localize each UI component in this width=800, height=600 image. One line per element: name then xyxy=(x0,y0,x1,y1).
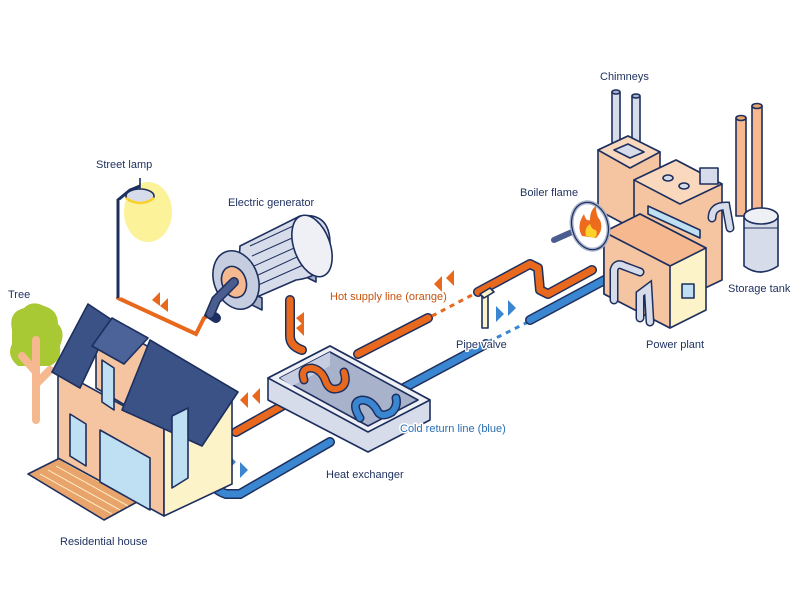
cold-flow-arrow xyxy=(496,306,504,322)
cold-pipe-dashed xyxy=(487,320,529,344)
generator-icon xyxy=(203,214,333,323)
storage-tank-icon xyxy=(743,207,779,273)
house-window xyxy=(101,359,115,411)
label-chimneys: Chimneys xyxy=(600,71,649,83)
house-window xyxy=(171,407,189,489)
plant-window xyxy=(681,283,695,299)
hot-coil xyxy=(300,364,349,393)
label-power-plant: Power plant xyxy=(646,339,704,351)
tree-icon xyxy=(10,303,63,424)
label-valve: Pipe valve xyxy=(456,339,507,351)
hot-flow-arrow xyxy=(434,276,442,292)
label-hot-flow: Hot supply line (orange) xyxy=(330,291,447,303)
hot-pipe-segment xyxy=(354,314,432,358)
cold-flow-arrow xyxy=(508,300,516,316)
boiler-flame-magnifier-icon xyxy=(551,200,611,252)
label-tree: Tree xyxy=(8,289,30,301)
label-storage-tank: Storage tank xyxy=(728,283,791,295)
hot-flow-arrow xyxy=(296,322,304,336)
plant-window-strip xyxy=(647,205,701,239)
plant-pipe xyxy=(611,261,643,303)
heat-exchanger-icon xyxy=(267,345,431,453)
hot-flow-arrow xyxy=(252,388,260,404)
cold-pipe-segment xyxy=(396,340,490,394)
plant-vent-box xyxy=(699,167,719,185)
plant-pipe xyxy=(637,282,653,325)
label-heat-exchanger: Heat exchanger xyxy=(326,469,404,481)
label-boiler-window: Boiler flame xyxy=(520,187,578,199)
label-generator: Electric generator xyxy=(228,197,315,209)
hot-flow-arrow xyxy=(446,270,454,286)
cold-coil xyxy=(352,395,400,421)
house-icon xyxy=(27,303,239,521)
valve-icon xyxy=(479,287,495,329)
hot-flow-arrow xyxy=(296,312,304,326)
label-street-lamp: Street lamp xyxy=(96,159,152,171)
hot-flow-arrow xyxy=(240,392,248,408)
cold-flow-arrow xyxy=(240,462,248,478)
hot-supply-pipe xyxy=(116,259,597,437)
power-plant-icon xyxy=(551,89,779,329)
label-cold-flow: Cold return line (blue) xyxy=(400,423,506,435)
hot-pipe-segment xyxy=(232,402,286,436)
house-window xyxy=(69,413,87,467)
house-window xyxy=(99,429,151,511)
chimney xyxy=(735,117,747,217)
street-lamp-icon xyxy=(116,178,172,298)
component-labels: Residential house Tree Street lamp Elect… xyxy=(7,70,793,550)
label-house: Residential house xyxy=(60,536,147,548)
chimney xyxy=(751,105,763,215)
hot-flow-arrow xyxy=(152,292,160,306)
hot-flow-arrow xyxy=(160,298,168,312)
hot-pipe-dashed xyxy=(431,292,475,318)
hot-pipe-segment xyxy=(474,260,596,298)
hot-pipe-segment xyxy=(286,296,306,354)
